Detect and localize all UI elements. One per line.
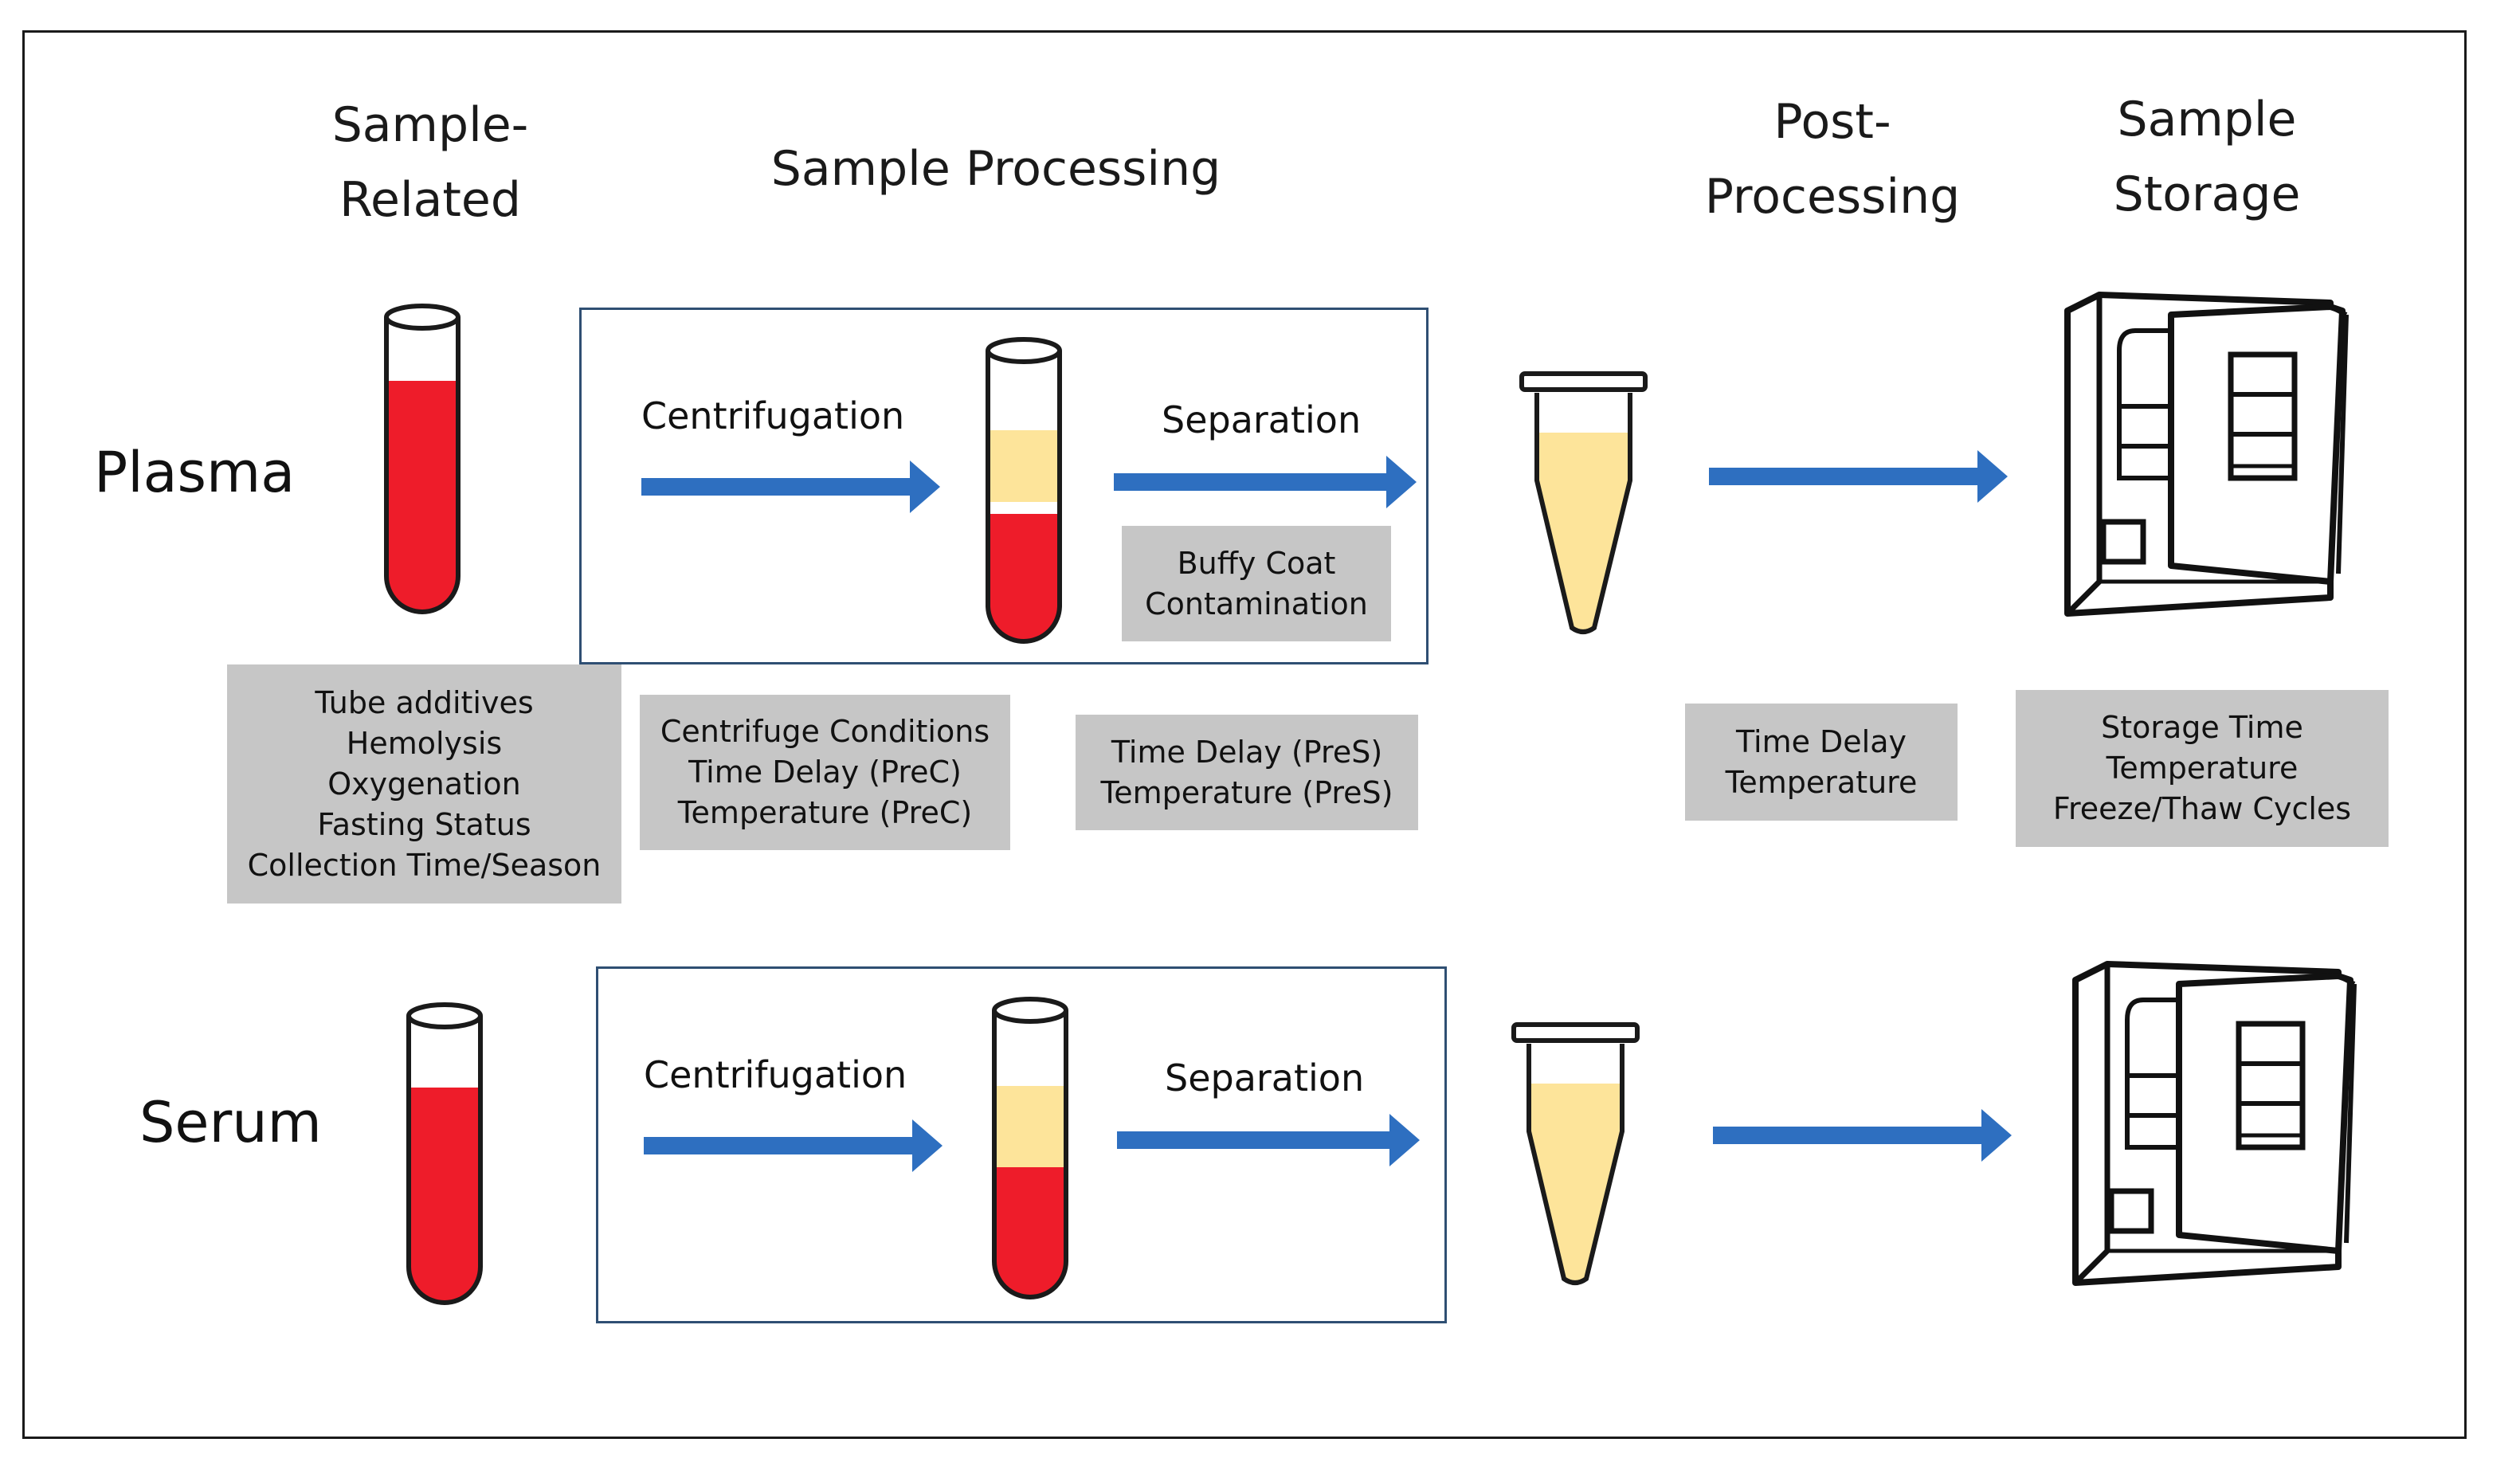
plasma-processing-box — [579, 308, 1429, 664]
plasma-post-processing-arrow-icon — [1709, 450, 2008, 503]
buffy-coat-contamination-box: Buffy Coat Contamination — [1122, 526, 1391, 641]
sample-related-factors-box: Tube additives Hemolysis Oxygenation Fas… — [227, 664, 621, 904]
plasma-separation-label: Separation — [1162, 398, 1362, 441]
plasma-centrifuged-tube-icon — [986, 337, 1062, 644]
plasma-whole-blood-tube-icon — [384, 304, 460, 614]
serum-storage-freezer-icon — [2052, 940, 2370, 1323]
serum-centrifugation-label: Centrifugation — [644, 1053, 907, 1096]
serum-post-processing-arrow-icon — [1713, 1109, 2012, 1162]
post-processing-factors-box: Time Delay Temperature — [1685, 704, 1958, 821]
header-sample-related: Sample- Related — [331, 97, 529, 228]
serum-centrifugation-arrow-icon — [644, 1119, 943, 1172]
separation-factors-box: Time Delay (PreS) Temperature (PreS) — [1076, 715, 1418, 830]
diagram-frame — [22, 30, 2467, 1439]
serum-separation-arrow-icon — [1117, 1114, 1420, 1166]
serum-separation-label: Separation — [1165, 1056, 1365, 1100]
serum-processing-box — [596, 966, 1447, 1323]
plasma-microtube-icon — [1519, 371, 1648, 634]
serum-whole-blood-tube-icon — [406, 1002, 483, 1305]
header-sample-processing: Sample Processing — [770, 141, 1221, 197]
plasma-centrifugation-arrow-icon — [641, 461, 940, 513]
serum-centrifuged-tube-icon — [992, 997, 1068, 1299]
plasma-centrifugation-label: Centrifugation — [641, 394, 905, 437]
centrifugation-factors-box: Centrifuge Conditions Time Delay (PreC) … — [640, 695, 1010, 850]
row-label-plasma: Plasma — [94, 440, 296, 505]
header-post-processing: Post- Processing — [1704, 94, 1961, 225]
plasma-separation-arrow-icon — [1114, 456, 1417, 508]
plasma-storage-freezer-icon — [2044, 271, 2362, 653]
row-label-serum: Serum — [139, 1090, 322, 1155]
storage-factors-box: Storage Time Temperature Freeze/Thaw Cyc… — [2016, 690, 2389, 847]
header-sample-storage: Sample Storage — [2113, 92, 2301, 222]
serum-microtube-icon — [1511, 1022, 1640, 1285]
